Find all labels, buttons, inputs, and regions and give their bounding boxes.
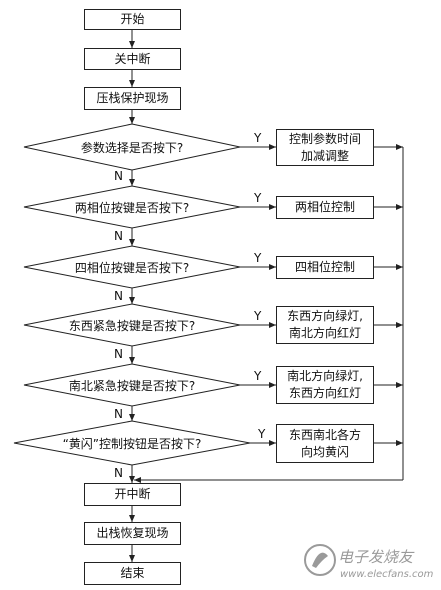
action-line: 向均黄闪 [300,444,349,459]
start-terminal: 开始 [84,9,181,30]
push-context-step: 压栈保护现场 [84,87,181,110]
yes-label: Y [254,309,262,323]
action-box-4: 东西方向绿灯, 南北方向红灯 [276,306,374,344]
action-line: 控制参数时间 [288,131,361,146]
action-box-6: 东西南北各方 向均黄闪 [276,424,374,463]
pop-context-step: 出栈恢复现场 [84,522,181,545]
action-line: 东西方向绿灯, [287,309,363,323]
decision-question-2: 两相位按键是否按下? [74,200,190,215]
end-terminal: 结束 [84,562,181,585]
decision-question-3: 四相位按键是否按下? [74,260,190,275]
no-label: N [114,289,123,303]
action-box-1: 控制参数时间 加减调整 [276,129,374,166]
watermark-logo-icon [304,544,336,576]
decision-question-5: 南北紧急按键是否按下? [68,378,196,393]
action-line: 南北方向红灯 [288,326,361,340]
decision-diamond-6 [13,420,251,466]
yes-label: Y [254,369,262,383]
disable-interrupt-step: 关中断 [84,48,181,70]
action-line: 加减调整 [300,148,349,163]
action-box-5: 南北方向绿灯, 东西方向红灯 [276,366,374,404]
decision-diamond-2 [23,185,241,229]
yes-label: Y [254,191,262,205]
decision-diamond-1 [23,123,241,171]
action-box-2: 两相位控制 [276,196,374,219]
action-line: 东西南北各方 [288,427,361,442]
yes-label: Y [258,427,266,441]
action-line: 南北方向绿灯, [287,369,363,383]
no-label: N [114,466,123,480]
no-label: N [114,407,123,421]
watermark-url: www.elecfans.com [340,569,434,580]
decision-shapes [13,123,251,466]
decision-diamond-4 [23,303,241,347]
decision-diamond-3 [23,245,241,289]
no-label: N [114,347,123,361]
decision-question-6: “黄闪”控制按钮是否按下? [62,436,202,451]
enable-interrupt-step: 开中断 [84,483,181,506]
action-box-3: 四相位控制 [276,256,374,279]
action-line: 两相位控制 [294,200,355,214]
decision-question-4: 东西紧急按键是否按下? [68,318,196,333]
no-label: N [114,169,123,183]
yes-label: Y [254,131,262,145]
no-label: N [114,229,123,243]
yes-branch-connectors [240,144,276,446]
return-connectors [134,144,404,483]
watermark-brand: 电子发烧友 [338,548,414,566]
action-line: 四相位控制 [294,260,355,274]
yes-label: Y [254,251,262,265]
decision-diamond-5 [23,363,241,407]
decision-question-1: 参数选择是否按下? [80,140,184,155]
action-line: 东西方向红灯 [288,386,361,400]
